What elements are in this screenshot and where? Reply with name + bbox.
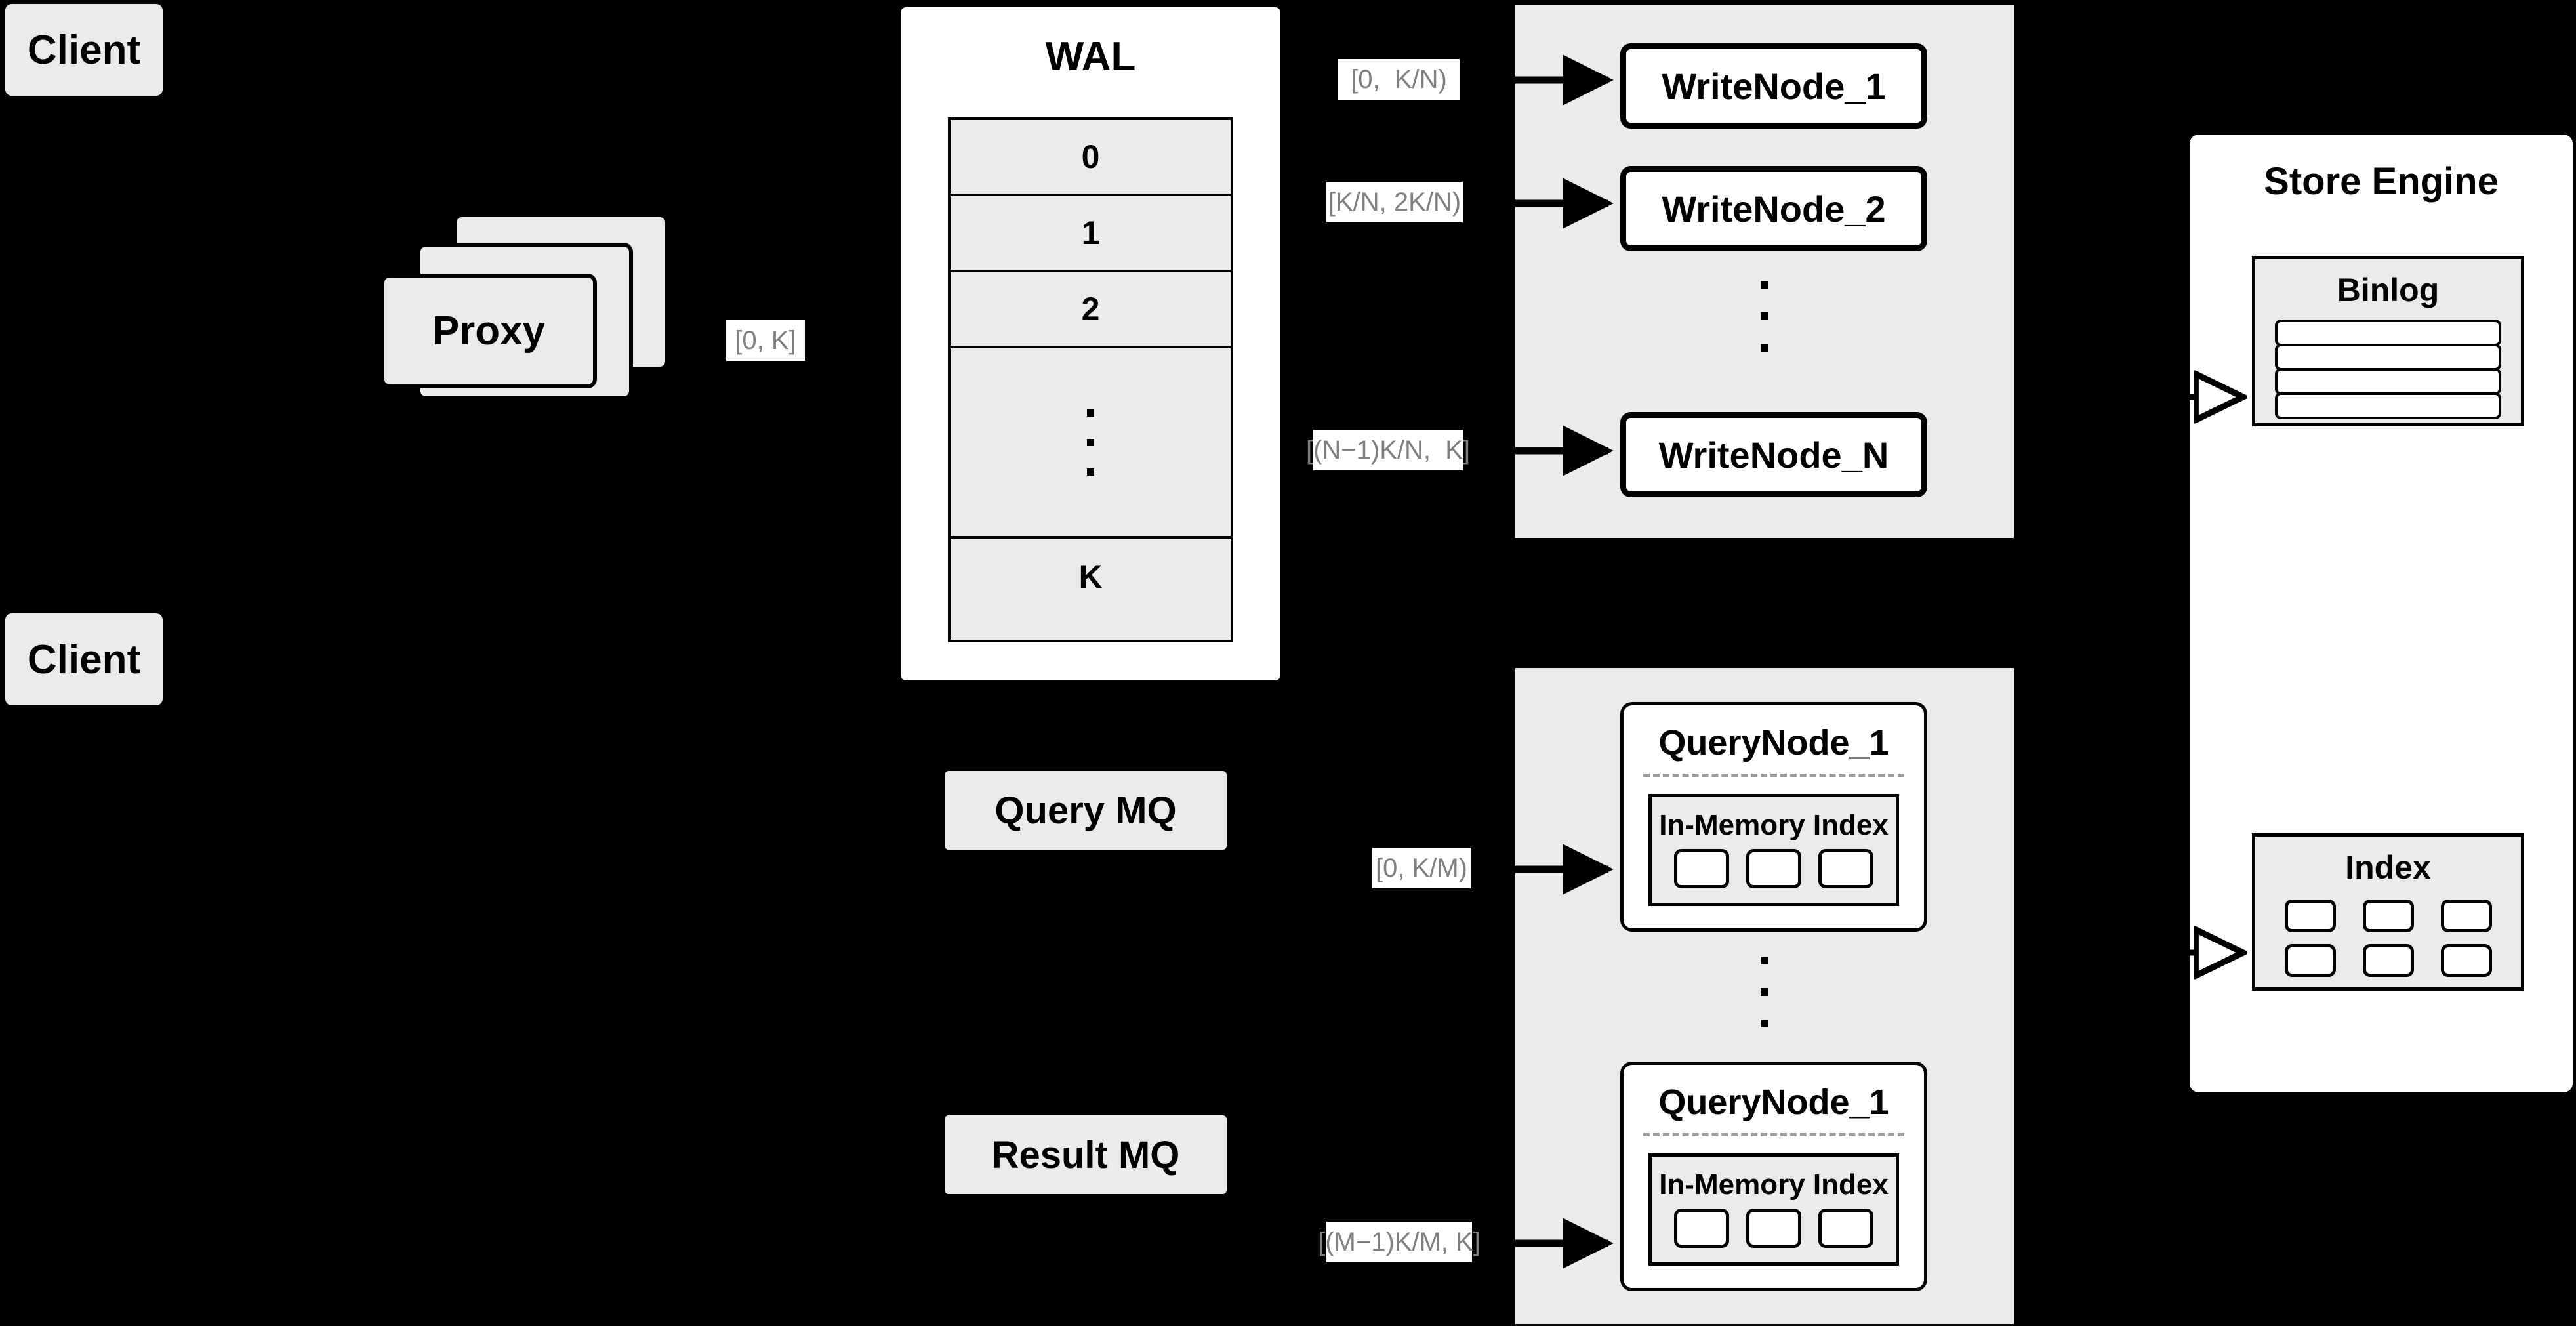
binlog-row	[2275, 392, 2501, 419]
result-mq-node[interactable]: Result MQ	[945, 1115, 1227, 1194]
proxy-card-front[interactable]: Proxy	[380, 274, 597, 388]
binlog-title: Binlog	[2337, 272, 2440, 308]
query-mq-node[interactable]: Query MQ	[945, 771, 1227, 850]
wal-row-k: K	[1078, 558, 1103, 595]
in-memory-index-2-chips	[1652, 1209, 1896, 1248]
query-node-ellipsis	[1515, 957, 2014, 1027]
write-node-1-range-label: [0, K/N)	[1338, 59, 1460, 100]
ellipsis-dot-icon	[1761, 281, 1768, 289]
ellipsis-dot-icon	[1761, 1020, 1768, 1027]
ellipsis-dot-icon	[1087, 468, 1094, 476]
binlog-row	[2275, 344, 2501, 371]
store-engine-panel: Store Engine Binlog Index	[2190, 135, 2573, 1092]
result-mq-label: Result MQ	[991, 1133, 1180, 1176]
query-node-2-range-label: [(M−1)K/M, K]	[1318, 1222, 1481, 1262]
query-node-1[interactable]: QueryNode_1 In-Memory Index	[1620, 702, 1927, 932]
write-node-n-label: WriteNode_N	[1658, 434, 1889, 476]
write-node-2-label: WriteNode_2	[1662, 188, 1886, 230]
binlog-row-list	[2275, 320, 2501, 419]
write-node-1[interactable]: WriteNode_1	[1620, 43, 1927, 129]
index-chip	[1674, 1209, 1729, 1248]
wal-row-2: 2	[951, 272, 1231, 348]
query-node-2[interactable]: QueryNode_1 In-Memory Index	[1620, 1062, 1927, 1291]
index-chip	[2440, 900, 2492, 932]
wal-entry-table: 0 1 2 K	[948, 117, 1233, 642]
wal-panel: WAL 0 1 2 K	[897, 3, 1284, 684]
wal-row-1: 1	[951, 196, 1231, 272]
write-node-n[interactable]: WriteNode_N	[1620, 412, 1927, 497]
index-chip	[2362, 900, 2414, 932]
index-chip	[1746, 849, 1801, 888]
wal-row-0: 0	[951, 120, 1231, 196]
in-memory-index-1-chips	[1652, 849, 1896, 888]
index-chip	[2362, 944, 2414, 977]
ellipsis-dot-icon	[1761, 988, 1768, 996]
index-chip	[1746, 1209, 1801, 1248]
query-node-2-title: QueryNode_1	[1658, 1083, 1889, 1122]
client-node-2[interactable]: Client	[5, 613, 163, 705]
index-section: Index	[2252, 833, 2524, 991]
ellipsis-dot-icon	[1761, 344, 1768, 352]
index-title: Index	[2345, 849, 2431, 886]
query-node-group: QueryNode_1 In-Memory Index QueryNode_1 …	[1515, 668, 2014, 1324]
index-chip	[2284, 900, 2336, 932]
index-chip	[1818, 1209, 1873, 1248]
query-node-1-title: QueryNode_1	[1658, 723, 1889, 762]
write-node-2[interactable]: WriteNode_2	[1620, 166, 1927, 251]
client-node-1-label: Client	[27, 27, 141, 73]
wal-title: WAL	[1045, 34, 1136, 79]
index-chip	[2440, 944, 2492, 977]
index-chip	[1818, 849, 1873, 888]
store-engine-title: Store Engine	[2264, 160, 2499, 203]
in-memory-index-1-title: In-Memory Index	[1659, 809, 1889, 841]
write-node-group: WriteNode_1 WriteNode_2 WriteNode_N	[1515, 5, 2014, 538]
client-node-2-label: Client	[27, 636, 141, 682]
ellipsis-dot-icon	[1087, 438, 1094, 446]
query-node-1-divider	[1643, 774, 1904, 777]
ellipsis-dot-icon	[1761, 957, 1768, 964]
proxy-range-label: [0, K]	[726, 320, 805, 361]
client-node-1[interactable]: Client	[5, 4, 163, 96]
proxy-stack[interactable]: Proxy	[380, 213, 676, 430]
in-memory-index-1: In-Memory Index	[1648, 794, 1899, 906]
write-node-2-range-label: [K/N, 2K/N)	[1326, 182, 1463, 222]
write-node-n-range-label: [(N−1)K/N, K]	[1306, 430, 1470, 470]
ellipsis-dot-icon	[1761, 312, 1768, 320]
wal-row-ellipsis	[951, 348, 1231, 539]
index-chip-grid	[2276, 900, 2500, 977]
index-chip	[1674, 849, 1729, 888]
query-mq-label: Query MQ	[994, 789, 1177, 832]
write-node-ellipsis	[1515, 281, 2014, 352]
ellipsis-dot-icon	[1087, 409, 1094, 417]
index-chip	[2284, 944, 2336, 977]
binlog-row	[2275, 320, 2501, 346]
write-node-1-label: WriteNode_1	[1662, 65, 1886, 107]
query-node-1-range-label: [0, K/M)	[1372, 848, 1471, 888]
query-node-2-divider	[1643, 1133, 1904, 1136]
binlog-row	[2275, 368, 2501, 395]
binlog-section: Binlog	[2252, 256, 2524, 426]
in-memory-index-2-title: In-Memory Index	[1659, 1169, 1889, 1201]
in-memory-index-2: In-Memory Index	[1648, 1153, 1899, 1266]
proxy-label: Proxy	[432, 308, 546, 354]
